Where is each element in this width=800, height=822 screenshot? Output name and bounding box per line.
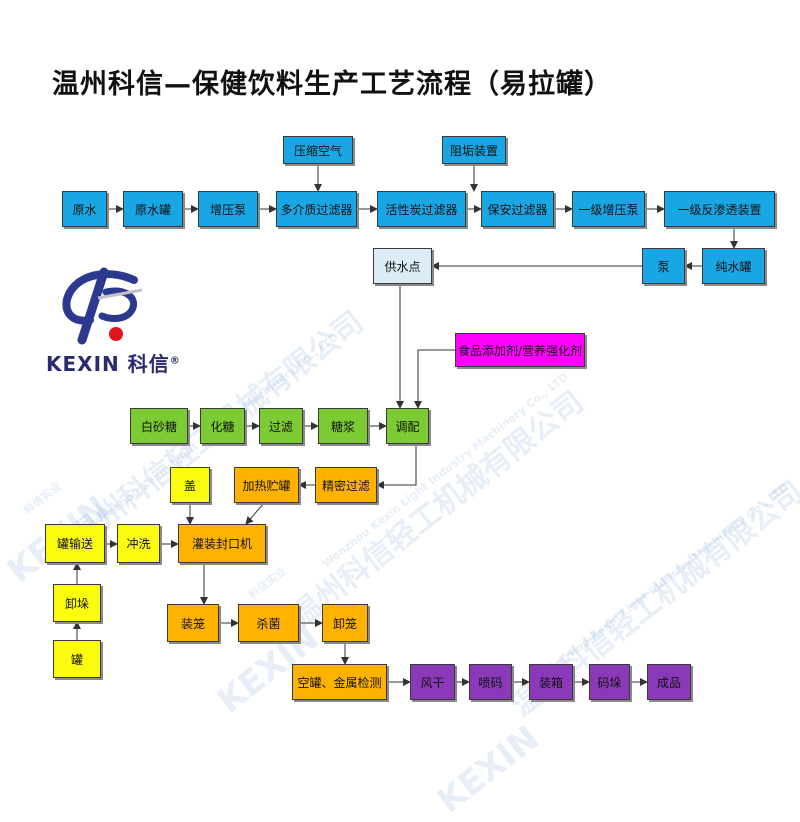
node-huoxingtan: 活性炭过滤器 [377,191,466,227]
flow-arrows [73,164,738,686]
logo-text: KEXIN 科信® [46,348,181,377]
node-xieduo: 卸垛 [53,584,101,622]
node-yasuokongqi: 压缩空气 [283,136,353,164]
node-gongshuidian: 供水点 [373,248,432,284]
node-baishatang: 白砂糖 [130,408,188,444]
registered-mark: ® [169,355,181,367]
node-chunshuiguan: 纯水罐 [702,248,765,284]
node-guan: 罐 [53,640,101,678]
node-zugouzhuangzhi: 阻垢装置 [442,136,506,164]
node-beng: 泵 [642,248,685,284]
node-guanzhuang: 灌装封口机 [178,524,266,563]
logo-brand: KEXIN [46,352,120,376]
node-gai: 盖 [170,467,210,503]
kexin-logo-icon [62,267,143,345]
node-jiance: 空罐、金属检测 [292,664,387,700]
node-zhuanglong: 装笼 [167,604,219,642]
node-yuanshuiguan: 原水罐 [123,191,183,227]
node-shajun: 杀菌 [238,604,299,642]
node-zengyabeng: 增压泵 [198,191,258,227]
node-xielong: 卸笼 [322,604,368,642]
node-yuanshui: 原水 [62,191,107,227]
node-jingmiguolv: 精密过滤 [315,467,377,503]
node-tangjiang: 糖浆 [318,408,368,444]
node-tiaopei: 调配 [386,408,429,444]
node-guolv: 过滤 [259,408,303,444]
node-zhuangxiang: 装箱 [529,664,573,700]
logo-chinese: 科信 [127,352,170,376]
node-jiarezhuchuguan: 加热贮罐 [234,467,299,503]
node-maduo: 码垛 [589,664,630,700]
node-huatang: 化糖 [200,408,245,444]
node-duojiezhi: 多介质过滤器 [276,191,357,227]
node-baoan: 保安过滤器 [481,191,554,227]
node-fenggan: 风干 [410,664,455,700]
node-chengpin: 成品 [647,664,691,700]
page-title: 温州科信—保健饮料生产工艺流程（易拉罐） [52,69,612,100]
node-fanshentou: 一级反渗透装置 [664,191,775,227]
node-guanshusong: 罐输送 [45,524,105,563]
node-chongxi: 冲洗 [117,524,160,563]
node-penma: 喷码 [469,664,512,700]
node-yijizengya: 一级增压泵 [572,191,645,227]
node-tianjiaji: 食品添加剂/营养强化剂 [455,333,585,367]
